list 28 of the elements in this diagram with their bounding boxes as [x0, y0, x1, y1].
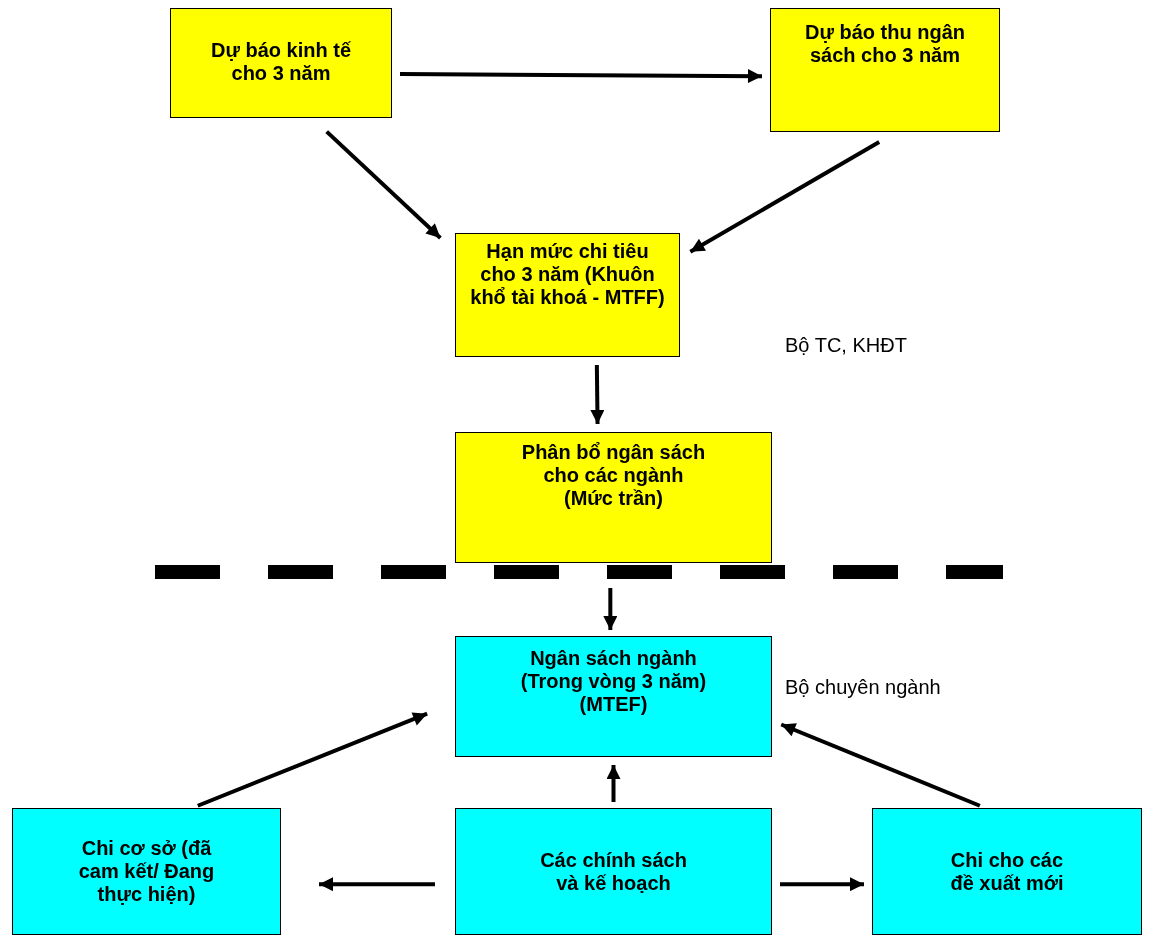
side-note: Bộ chuyên ngành	[785, 676, 941, 699]
box-text: Chi cho các đề xuất mới	[949, 848, 1065, 895]
arrow	[400, 69, 762, 84]
arrow	[606, 765, 621, 802]
arrow	[603, 588, 618, 630]
box-text: Dự báo thu ngân sách cho 3 năm	[804, 21, 966, 67]
arrow	[780, 877, 864, 892]
side-note: Bộ TC, KHĐT	[785, 334, 907, 357]
arrow	[780, 722, 981, 808]
arrow	[325, 130, 442, 240]
box-text: Chi cơ sở (đã cam kết/ Đang thực hiện)	[77, 837, 216, 906]
box-text: Phân bổ ngân sách cho các ngành (Mức trần)	[520, 441, 707, 510]
process-box	[12, 808, 281, 935]
arrow	[590, 364, 605, 425]
arrow	[319, 877, 435, 892]
process-box	[872, 808, 1142, 935]
process-box	[455, 636, 772, 757]
arrow	[689, 140, 881, 254]
process-box	[455, 233, 680, 357]
arrow	[197, 711, 428, 808]
process-box	[455, 432, 772, 563]
box-text: Hạn mức chi tiêu cho 3 năm (Khuôn khổ tài khoá - MTFF)	[469, 240, 666, 309]
process-box	[455, 808, 772, 935]
process-box	[170, 8, 392, 118]
process-box	[770, 8, 1000, 132]
box-text: Dự báo kinh tế cho 3 năm	[209, 39, 353, 85]
box-text: Các chính sách và kế hoạch	[539, 848, 688, 895]
box-text: Ngân sách ngành (Trong vòng 3 năm) (MTEF)	[519, 647, 708, 716]
